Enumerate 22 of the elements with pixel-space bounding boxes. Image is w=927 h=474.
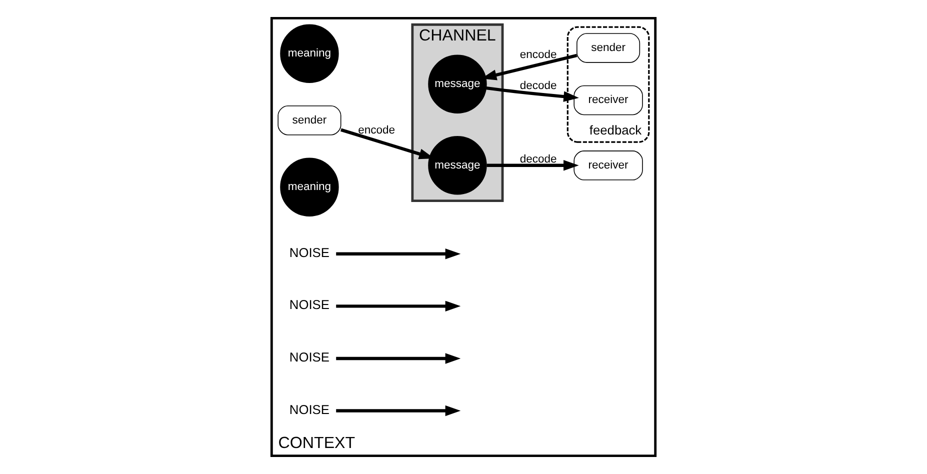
node-circle: meaning [280,158,339,216]
edge-label: decode [520,80,557,92]
node-text: NOISE [289,297,330,312]
edge-label: encode [358,124,396,136]
arrow [336,353,461,364]
node-text: NOISE [289,402,330,417]
edge-label: encode [520,48,557,61]
node-box: receiver [574,150,643,180]
node-box: sender [278,105,342,136]
arrow [486,86,579,102]
node-circle: meaning [280,24,339,83]
arrow [336,300,461,312]
arrow [486,160,579,171]
node-box: sender [576,33,640,63]
arrow [336,405,461,416]
node-circle: message [428,136,487,195]
node-text: NOISE [289,350,330,365]
node-box: receiver [574,85,643,116]
edge-label: decode [520,153,557,166]
node-text: NOISE [289,244,330,260]
node-circle: message [428,54,487,114]
arrow [336,248,461,260]
